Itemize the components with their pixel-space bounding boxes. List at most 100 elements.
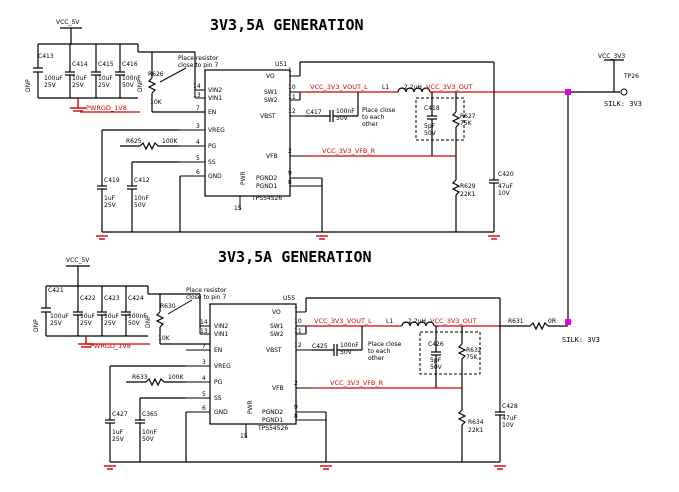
top-gnd-rail-symbols bbox=[96, 235, 500, 240]
top-c416-val: 100nF bbox=[122, 75, 141, 82]
top-c416-volt: 50V bbox=[122, 82, 135, 89]
top-ic-pins_right-0-name-text: VO bbox=[266, 73, 275, 80]
bottom-ic-pins_left-4-num-text: 4 bbox=[202, 375, 206, 382]
bottom-ic-pwr_num-text: 15 bbox=[240, 433, 248, 440]
bottom-ic-ref: U55 bbox=[283, 295, 295, 302]
top-c416-ref: C416 bbox=[122, 61, 138, 68]
top-ic-pins_left-4-num-text: 4 bbox=[196, 139, 200, 146]
bottom-c426-ref: C426 bbox=[428, 341, 444, 348]
bottom-r631-val: 0R bbox=[548, 318, 556, 325]
bottom-ic-pins_left-2-num-text: 7 bbox=[202, 343, 206, 350]
bottom-block: 3V3,5A GENERATION VCC_5V C421 100uF 25V … bbox=[33, 248, 600, 470]
bottom-ic-pins_left-3-num-text: 3 bbox=[202, 359, 206, 366]
top-ic-pins_left-1-name-text: VIN1 bbox=[208, 95, 222, 102]
bottom-r632-ref: R632 bbox=[466, 347, 482, 354]
bottom-r630-ref: R630 bbox=[160, 303, 176, 310]
bottom-r631-symbol bbox=[529, 321, 549, 331]
bottom-r632-symbol bbox=[457, 343, 467, 360]
top-testpoint-symbol bbox=[620, 88, 628, 96]
bottom-net-out: VCC_3V3_OUT bbox=[430, 317, 477, 325]
top-c418-val: 5pF bbox=[424, 123, 436, 130]
top-ic-pins_right-0-num-text: 1 bbox=[288, 67, 292, 74]
top-ic-pins_left-0-num-text: 14 bbox=[193, 83, 201, 90]
top-c420-volt: 10V bbox=[498, 190, 511, 197]
bottom-ic-pins_left-1-num-text: 13 bbox=[200, 328, 208, 335]
bottom-caps_in-0-val-text: 100uF bbox=[50, 313, 69, 320]
top-c412-volt: 50V bbox=[134, 202, 147, 209]
top-ic-pwr: PWR bbox=[240, 171, 247, 185]
top-note-close-3: other bbox=[362, 121, 379, 128]
top-testpoint-ref: TP26 bbox=[623, 73, 639, 80]
top-ic-pins_left-2-name-text: EN bbox=[208, 109, 216, 116]
top-dnp-label: DNP bbox=[25, 79, 32, 92]
bottom-ic-pins_left-6-num-text: 6 bbox=[202, 405, 206, 412]
top-ic-pins_left-6-num-text: 6 bbox=[196, 169, 200, 176]
bottom-ic-pins_right-4-name-text: VFB bbox=[272, 385, 284, 392]
bottom-c427-volt: 25V bbox=[112, 436, 125, 443]
bottom-vcc-in-label: VCC_5V bbox=[66, 257, 90, 264]
bottom-junction bbox=[565, 319, 571, 325]
bottom-note-close-3: other bbox=[368, 355, 385, 362]
top-ic-pins_right-6-num-text: 8 bbox=[288, 179, 292, 186]
top-r626-dnp: DNP bbox=[137, 79, 144, 92]
bottom-silk: SILK: 3V3 bbox=[562, 336, 600, 344]
bottom-net-fb: VCC_3V3_VFB_R bbox=[330, 379, 384, 387]
bottom-ic-pins_left-2-name-text: EN bbox=[214, 347, 222, 354]
bottom-ic-pins_left-6-name-text: GND bbox=[214, 409, 228, 416]
bottom-c427-ref: C427 bbox=[112, 411, 128, 418]
top-block: 3V3,5A GENERATION VCC_5V C413 100uF 25V … bbox=[25, 16, 642, 240]
bottom-inductor-symbol bbox=[401, 321, 435, 327]
top-c412-ref: C412 bbox=[134, 177, 150, 184]
bottom-r632-val: 75K bbox=[466, 354, 479, 361]
bottom-caps_in-0-ref-text: C421 bbox=[48, 287, 64, 294]
bottom-dnp-text: DNP bbox=[33, 319, 40, 332]
bottom-caps_in-3-val-text: 100nF bbox=[128, 313, 147, 320]
top-input-caps: C413 100uF 25V DNP C414 10uF 25V C415 10… bbox=[25, 44, 196, 99]
top-ic-pins_left-4-name-text: PG bbox=[208, 143, 217, 150]
bottom-ic-body bbox=[209, 303, 297, 425]
top-c413-volt: 25V bbox=[44, 82, 57, 89]
top-silk: SILK: 3V3 bbox=[604, 100, 642, 108]
bottom-r633-val: 100K bbox=[168, 374, 184, 381]
top-c415-ref: C415 bbox=[98, 61, 114, 68]
bottom-ic-pins_right-0-name-text: VO bbox=[272, 309, 281, 316]
bottom-ic-pins_right-1-num-text: 10 bbox=[294, 318, 302, 325]
top-note-close-2: to each bbox=[362, 114, 385, 121]
top-c413-ref: C413 bbox=[38, 53, 54, 60]
bottom-r633-symbol bbox=[145, 377, 165, 387]
bottom-r630-val: 10K bbox=[158, 335, 171, 342]
top-ic-pwr-num: 15 bbox=[234, 205, 242, 212]
bottom-ic-pins_right-6-num-text: 8 bbox=[294, 413, 298, 420]
top-ic-pins_right-1-num-text: 10 bbox=[288, 84, 296, 91]
bottom-caps_in-1-val-text: 10uF bbox=[80, 313, 95, 320]
top-ic-pins_left-1-num-text: 13 bbox=[193, 92, 201, 99]
top-title: 3V3,5A GENERATION bbox=[210, 16, 364, 34]
bottom-caps_in-1-volt-text: 25V bbox=[80, 320, 93, 327]
top-c420-ref: C420 bbox=[498, 171, 514, 178]
top-c418-ref: C418 bbox=[424, 105, 440, 112]
top-ic-pins_left-2-num-text: 7 bbox=[196, 105, 200, 112]
top-c412-val: 10nF bbox=[134, 195, 149, 202]
bottom-note-close-1: Place close bbox=[368, 341, 402, 348]
top-ic-pins_right-2-num-text: 11 bbox=[288, 94, 296, 101]
top-ic-pins_right-1-name-text: SW1 bbox=[264, 89, 278, 96]
top-vcc-out-label: VCC_3V3 bbox=[598, 53, 625, 60]
top-ic-pins_left-5-num-text: 5 bbox=[196, 155, 200, 162]
top-ic-pins_left-3-name-text: VREG bbox=[208, 127, 225, 134]
bottom-gnd-rail-symbols bbox=[104, 465, 506, 470]
bottom-caps_in-2-volt-text: 25V bbox=[104, 320, 117, 327]
bottom-c427-val: 1uF bbox=[112, 429, 124, 436]
top-ic-body bbox=[204, 69, 291, 197]
top-ic-pins_left-5-name-text: SS bbox=[208, 159, 216, 166]
top-c414-val: 10uF bbox=[72, 75, 87, 82]
top-c420-val: 47uF bbox=[498, 183, 513, 190]
bottom-ic-part: TPS54526 bbox=[257, 425, 288, 432]
bottom-ic-pins_left-5-name-text: SS bbox=[214, 395, 222, 402]
top-c413-val: 100uF bbox=[44, 75, 63, 82]
bottom-c365-volt: 50V bbox=[142, 436, 155, 443]
bottom-caps_in-3-ref-text: C424 bbox=[128, 295, 144, 302]
top-r627-val: 75K bbox=[460, 120, 473, 127]
bottom-r634-val: 22K1 bbox=[468, 427, 484, 434]
